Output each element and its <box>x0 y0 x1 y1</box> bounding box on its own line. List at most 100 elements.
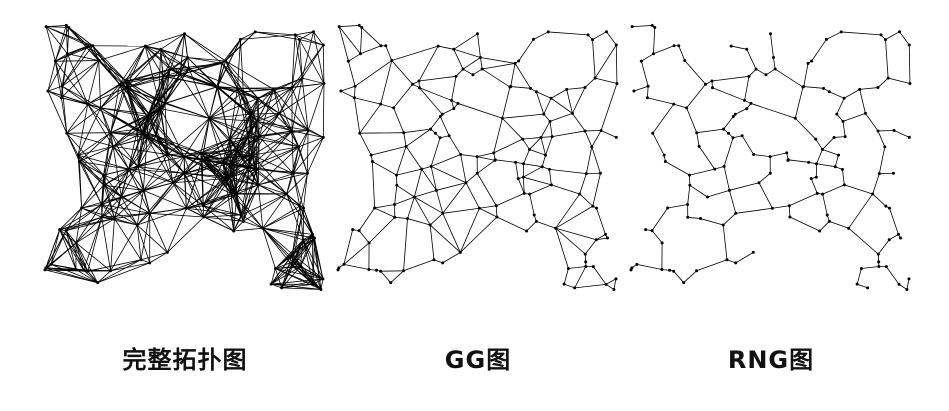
gg-node <box>360 26 364 30</box>
gg-node <box>550 135 554 139</box>
gg-edge <box>439 116 450 136</box>
complete-edge <box>299 205 313 235</box>
complete-node <box>201 204 205 208</box>
complete-edge <box>59 218 115 231</box>
gg-edge <box>596 208 606 235</box>
gg-edge <box>495 205 498 218</box>
complete-edge <box>179 33 185 75</box>
complete-edge <box>78 146 114 156</box>
complete-edge <box>291 206 301 255</box>
complete-edge <box>200 138 230 154</box>
complete-edge <box>137 116 148 167</box>
complete-edge <box>119 68 171 85</box>
rng-node <box>745 107 749 111</box>
complete-edge <box>203 193 232 218</box>
gg-edge <box>522 177 525 194</box>
complete-edge <box>291 130 294 174</box>
rng-edge <box>878 146 886 174</box>
complete-edge <box>149 173 185 214</box>
gg-edge <box>517 178 525 194</box>
complete-edge <box>200 152 231 178</box>
complete-edge <box>54 27 70 62</box>
complete-edge <box>160 49 181 76</box>
complete-edge <box>87 217 103 272</box>
complete-node <box>109 269 113 273</box>
rng-node <box>841 119 845 123</box>
complete-edge <box>237 87 259 99</box>
complete-edge <box>229 121 258 140</box>
complete-edge <box>137 207 187 226</box>
rng-edge <box>842 113 866 122</box>
gg-node <box>573 286 577 290</box>
complete-edge <box>222 154 253 163</box>
complete-edge <box>160 108 185 157</box>
complete-edge <box>145 45 188 58</box>
gg-edge <box>585 146 593 174</box>
gg-node <box>570 111 574 115</box>
gg-edge <box>347 61 356 87</box>
rng-node <box>876 86 880 90</box>
complete-edge <box>137 166 144 191</box>
complete-edge <box>92 45 127 82</box>
complete-edge <box>184 33 226 62</box>
complete-edge <box>103 175 115 219</box>
complete-edge <box>209 117 249 138</box>
gg-edge <box>555 227 586 255</box>
gg-node <box>584 264 588 268</box>
complete-edge <box>229 136 260 178</box>
rng-node <box>757 181 761 185</box>
complete-edge <box>50 230 67 265</box>
gg-edge <box>555 193 580 229</box>
complete-edge <box>262 228 276 269</box>
complete-node <box>187 67 191 71</box>
rng-edge <box>729 182 760 191</box>
complete-edge <box>128 154 168 170</box>
gg-edge <box>526 221 537 232</box>
rng-edge <box>758 182 773 209</box>
complete-edge <box>184 172 231 178</box>
complete-edge <box>273 89 293 132</box>
complete-edge <box>100 107 150 115</box>
complete-edge <box>81 185 105 209</box>
complete-edge <box>146 137 174 183</box>
complete-topology-graph <box>40 20 330 310</box>
gg-node <box>429 164 433 168</box>
complete-node <box>96 281 100 285</box>
complete-edge <box>67 27 70 54</box>
rng-node <box>840 167 844 171</box>
complete-edge <box>184 33 188 58</box>
rng-edge <box>826 31 842 40</box>
complete-edge <box>225 60 274 90</box>
complete-node <box>290 129 294 133</box>
complete-edge <box>167 216 205 253</box>
complete-edge <box>126 87 148 117</box>
gg-node <box>615 82 619 86</box>
complete-edge <box>101 204 150 214</box>
gg-node <box>351 228 355 232</box>
gg-edge <box>360 45 382 55</box>
complete-node <box>290 252 294 256</box>
complete-node <box>241 90 245 94</box>
complete-edge <box>103 132 112 186</box>
rng-edge <box>753 154 771 158</box>
gg-node <box>417 86 421 90</box>
rng-edge <box>632 25 653 28</box>
rng-edge <box>748 68 757 77</box>
gg-edge <box>600 83 618 131</box>
rng-edge <box>774 68 804 88</box>
gg-node <box>389 281 393 285</box>
complete-edge <box>112 116 148 147</box>
rng-node <box>731 136 735 140</box>
gg-edge <box>460 154 467 183</box>
complete-node <box>246 135 250 139</box>
gg-edge <box>596 237 608 241</box>
complete-edge <box>59 207 82 230</box>
gg-node <box>527 147 531 151</box>
gg-node <box>599 129 603 133</box>
complete-edge <box>145 45 161 50</box>
gg-edge <box>592 39 596 79</box>
gg-node <box>478 55 482 59</box>
complete-node <box>76 153 80 157</box>
complete-edge <box>110 262 150 272</box>
complete-edge <box>47 90 101 109</box>
